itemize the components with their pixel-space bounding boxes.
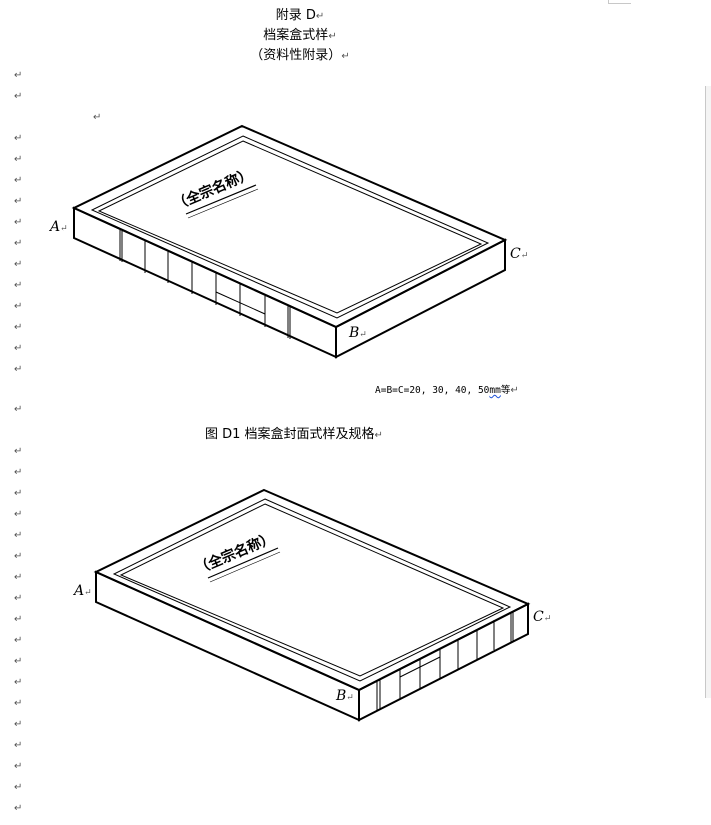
spec-text: A=B=C=20, 30, 40, 50 — [375, 385, 490, 396]
paragraph-mark: ↵ — [14, 404, 23, 415]
paragraph-mark: ↵ — [341, 51, 350, 62]
figure-d1-caption: 图 D1 档案盒封面式样及规格↵ — [205, 423, 383, 442]
paragraph-mark: ↵ — [14, 593, 23, 604]
box2-label-b: B↵ — [336, 688, 354, 704]
paragraph-mark: ↵ — [14, 677, 23, 688]
paragraph-mark: ↵ — [543, 614, 552, 624]
appendix-subtitle-text: （资料性附录） — [250, 48, 342, 63]
appendix-title: 档案盒式样↵ — [0, 28, 600, 45]
paragraph-mark: ↵ — [315, 11, 325, 22]
paragraph-mark: ↵ — [328, 31, 337, 42]
paragraph-marks-column: ↵ ↵ ↵ ↵ ↵ ↵ ↵ ↵ ↵ ↵ ↵ ↵ ↵ ↵ ↵ ↵ ↵ ↵ ↵ ↵ ↵ ↵ ↵ ↵ ↵ ↵ ↵ ↵ ↵ ↵ ↵ ↵ ↵ — [14, 0, 26, 825]
paragraph-mark: ↵ — [14, 551, 23, 562]
paragraph-mark: ↵ — [14, 509, 23, 520]
paragraph-mark: ↵ — [14, 301, 23, 312]
paragraph-mark: ↵ — [14, 446, 23, 457]
paragraph-mark: ↵ — [14, 322, 23, 333]
paragraph-mark: ↵ — [14, 154, 23, 165]
label-b-text: B — [336, 688, 347, 704]
box1-spine-title: （全宗名称） — [171, 165, 255, 213]
box1-label-b: B↵ — [349, 325, 367, 341]
box2-front-face — [95, 570, 360, 722]
box1-inner-frame-outer — [90, 135, 490, 319]
box2-inner-frame-inner — [119, 503, 505, 677]
paragraph-mark: ↵ — [14, 740, 23, 751]
paragraph-mark: ↵ — [14, 656, 23, 667]
paragraph-mark: ↵ — [14, 698, 23, 709]
paragraph-mark: ↵ — [14, 70, 23, 81]
page-corner-marker — [608, 0, 631, 4]
paragraph-mark: ↵ — [14, 614, 23, 625]
caption-text: 图 D1 档案盒封面式样及规格 — [205, 427, 375, 442]
paragraph-mark: ↵ — [14, 635, 23, 646]
box-size-spec: A=B=C=20, 30, 40, 50mm等↵ — [375, 382, 519, 396]
paragraph-mark: ↵ — [14, 530, 23, 541]
paragraph-mark: ↵ — [14, 364, 23, 375]
paragraph-mark: ↵ — [14, 803, 23, 814]
paragraph-mark: ↵ — [14, 133, 23, 144]
paragraph-mark: ↵ — [93, 112, 102, 123]
label-a-text: A — [50, 219, 61, 235]
label-b-text: B — [349, 325, 360, 341]
box2-inner-frame-outer — [112, 498, 512, 682]
paragraph-mark: ↵ — [520, 251, 529, 261]
scrollbar-track[interactable] — [705, 86, 711, 698]
paragraph-mark: ↵ — [14, 719, 23, 730]
paragraph-mark: ↵ — [14, 280, 23, 291]
paragraph-mark: ↵ — [14, 217, 23, 228]
paragraph-mark: ↵ — [14, 761, 23, 772]
paragraph-mark: ↵ — [14, 196, 23, 207]
box1-label-c: C↵ — [510, 246, 528, 262]
box1-inner-frame-inner — [97, 140, 483, 314]
box1-side-face — [335, 238, 506, 359]
paragraph-mark: ↵ — [14, 467, 23, 478]
label-c-text: C — [533, 609, 544, 625]
paragraph-mark: ↵ — [14, 91, 23, 102]
label-c-text: C — [510, 246, 521, 262]
paragraph-mark: ↵ — [359, 330, 367, 340]
paragraph-mark: ↵ — [14, 259, 23, 270]
paragraph-mark: ↵ — [14, 488, 23, 499]
box1-front-face — [73, 206, 337, 359]
paragraph-mark: ↵ — [14, 175, 23, 186]
box2-label-c: C↵ — [533, 609, 551, 625]
appendix-heading: 附录 D↵ — [0, 8, 600, 25]
paragraph-mark: ↵ — [346, 693, 354, 703]
paragraph-mark: ↵ — [374, 430, 383, 441]
box2-side-face — [358, 602, 529, 722]
box2-label-a: A↵ — [74, 583, 92, 599]
box1-label-a: A↵ — [50, 219, 68, 235]
appendix-heading-text: 附录 D — [275, 8, 316, 23]
paragraph-mark: ↵ — [60, 224, 68, 234]
paragraph-mark: ↵ — [14, 238, 23, 249]
spec-suffix: 等 — [500, 385, 511, 396]
appendix-title-text: 档案盒式样 — [263, 28, 329, 43]
spec-unit: mm — [489, 385, 501, 396]
paragraph-mark: ↵ — [84, 588, 92, 598]
paragraph-mark: ↵ — [14, 782, 23, 793]
appendix-subtitle: （资料性附录）↵ — [0, 48, 600, 65]
label-a-text: A — [74, 583, 85, 599]
paragraph-mark: ↵ — [14, 343, 23, 354]
paragraph-mark: ↵ — [14, 572, 23, 583]
paragraph-mark: ↵ — [510, 385, 519, 396]
